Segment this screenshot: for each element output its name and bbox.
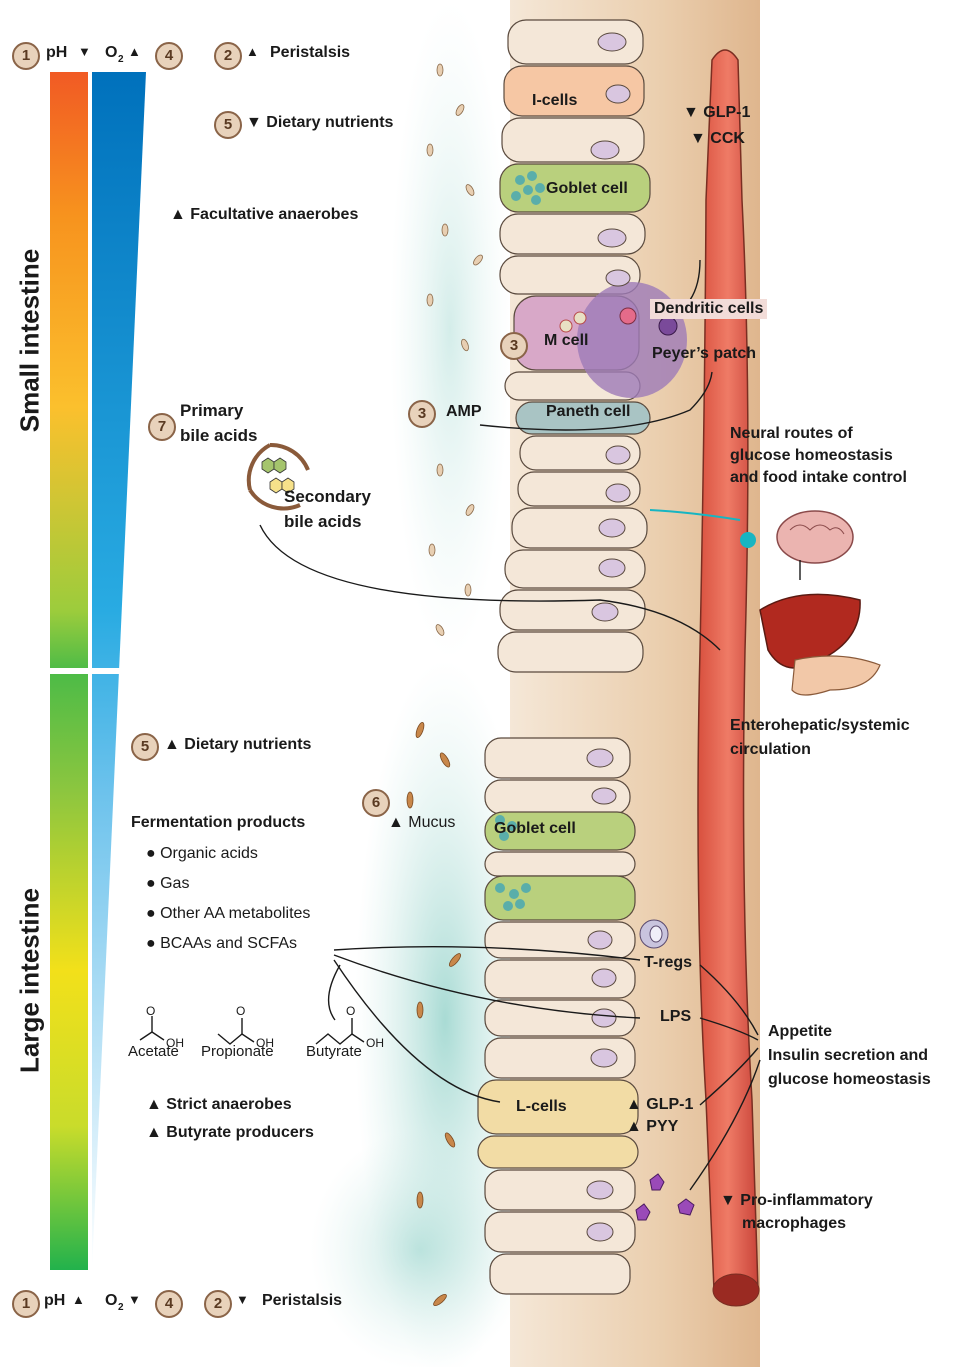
butyrate-o: O [346, 1004, 355, 1018]
bottom-step-number-1: 1 [12, 1290, 40, 1318]
step-number-6: 6 [362, 789, 390, 817]
neural-routes-line2: glucose homeostasis [730, 447, 893, 465]
bottom-step-number-4: 4 [155, 1290, 183, 1318]
step-number-2: 2 [214, 42, 242, 70]
step-number-1: 1 [12, 42, 40, 70]
dietary-nutrients-large: ▲ Dietary nutrients [164, 736, 311, 754]
o2-subscript: 2 [118, 54, 124, 65]
bottom-ph-arrow: ▲ [72, 1292, 85, 1307]
fermentation-item-bcaas-scfas: ● BCAAs and SCFAs [146, 935, 297, 953]
enterohepatic-line1: Enterohepatic/systemic [730, 717, 910, 735]
brain-icon [777, 511, 853, 563]
pancreas-icon [792, 656, 880, 695]
paneth-cell-label: Paneth cell [546, 403, 630, 421]
insulin-secretion-line2: glucose homeostasis [768, 1071, 931, 1089]
fermentation-products-title: Fermentation products [131, 814, 305, 832]
primary-bile-acids-line2: bile acids [180, 426, 257, 446]
small-intestine-label: Small intestine [15, 231, 46, 451]
secondary-bile-acids-line1: Secondary [284, 487, 371, 507]
large-intestine-label: Large intestine [15, 871, 46, 1091]
fermentation-item-gas: ● Gas [146, 875, 189, 893]
strict-anaerobes: ▲ Strict anaerobes [146, 1096, 292, 1114]
goblet-cell-large-label: Goblet cell [494, 820, 576, 838]
bottom-o2-arrow: ▼ [128, 1292, 141, 1307]
primary-bile-acids-line1: Primary [180, 401, 243, 421]
ph-arrow: ▼ [78, 44, 91, 59]
bottom-ph-label: pH [44, 1292, 65, 1310]
enterohepatic-line2: circulation [730, 741, 811, 759]
macrophages-line2: macrophages [742, 1215, 846, 1233]
m-cell-label: M cell [544, 332, 588, 350]
bottom-step-number-2: 2 [204, 1290, 232, 1318]
l-cells-label: L-cells [516, 1098, 567, 1116]
fermentation-item-aa-metabolites: ● Other AA metabolites [146, 905, 310, 923]
tregs-label: T-regs [644, 954, 692, 972]
fermentation-item-organic-acids: ● Organic acids [146, 845, 258, 863]
mucus-label: ▲ Mucus [388, 814, 455, 832]
butyrate-producers: ▲ Butyrate producers [146, 1124, 314, 1142]
peyers-patch-label: Peyer’s patch [652, 345, 756, 363]
propionate-label: Propionate [201, 1043, 274, 1060]
dendritic-cells-label: Dendritic cells [650, 299, 767, 319]
peristalsis-arrow: ▲ [246, 44, 259, 59]
step-number-4: 4 [155, 42, 183, 70]
propionate-o: O [236, 1004, 245, 1018]
peristalsis-label: Peristalsis [270, 44, 350, 62]
glp1-small-label: ▼ GLP-1 [683, 104, 750, 122]
acetate-label: Acetate [128, 1043, 179, 1060]
glp1-large-label: ▲ GLP-1 [626, 1096, 693, 1114]
bottom-o2-subscript: 2 [118, 1302, 124, 1313]
step-number-5-large: 5 [131, 733, 159, 761]
o2-arrow: ▲ [128, 44, 141, 59]
o2-label: O [105, 44, 117, 62]
amp-label: AMP [446, 403, 482, 421]
acetate-o: O [146, 1004, 155, 1018]
lps-label: LPS [660, 1008, 691, 1026]
cck-label: ▼ CCK [690, 130, 745, 148]
neural-routes-line3: and food intake control [730, 469, 907, 487]
step-number-7: 7 [148, 413, 176, 441]
goblet-cell-small-label: Goblet cell [546, 180, 628, 198]
step-number-5-small: 5 [214, 111, 242, 139]
bottom-peristalsis-label: Peristalsis [262, 1292, 342, 1310]
dietary-nutrients-small: ▼ Dietary nutrients [246, 114, 393, 132]
facultative-anaerobes: ▲ Facultative anaerobes [170, 206, 358, 224]
ph-label: pH [46, 44, 67, 62]
bottom-o2-label: O [105, 1292, 117, 1310]
i-cells-label: I-cells [532, 92, 577, 110]
neural-routes-line1: Neural routes of [730, 425, 853, 443]
macrophages-line1: ▼ Pro-inflammatory [720, 1192, 873, 1210]
butyrate-oh: OH [366, 1036, 384, 1050]
secondary-bile-acids-line2: bile acids [284, 512, 361, 532]
step-number-3-amp: 3 [408, 400, 436, 428]
step-number-3-mcell: 3 [500, 332, 528, 360]
insulin-secretion-line1: Insulin secretion and [768, 1047, 928, 1065]
bottom-peristalsis-arrow: ▼ [236, 1292, 249, 1307]
pyy-label: ▲ PYY [626, 1118, 678, 1136]
butyrate-label: Butyrate [306, 1043, 362, 1060]
appetite-label: Appetite [768, 1023, 832, 1041]
